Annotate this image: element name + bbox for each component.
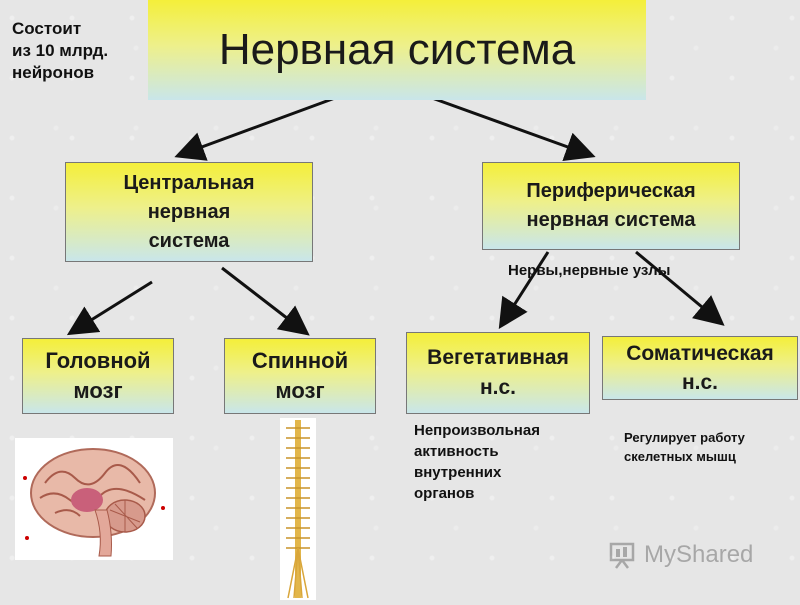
box-line: Вегетативная [427, 346, 569, 369]
box-line: система [148, 229, 230, 252]
box-line: нервная [147, 200, 231, 223]
autonomic-note: Непроизвольная активность внутренних орг… [414, 420, 540, 504]
brain-box: Головной мозг [22, 338, 174, 414]
somatic-note: Регулирует работу скелетных мышц [624, 428, 745, 466]
box-line: Спинной [251, 348, 349, 373]
watermark: MyShared [608, 538, 764, 572]
note-line: активность [414, 443, 499, 460]
page-title: Нервная система [218, 25, 576, 74]
nerves-note: Нервы,нервные узлы [508, 262, 671, 279]
spinal-cord-box: Спинной мозг [224, 338, 376, 414]
note-line: органов [414, 485, 475, 502]
arrow-to-brain [66, 280, 153, 336]
title-box: Нервная система [148, 0, 646, 100]
box-line: н.с. [681, 371, 719, 394]
box-line: Центральная [123, 171, 255, 194]
note-line: скелетных мышц [624, 449, 736, 464]
box-line: Периферическая [526, 180, 696, 202]
somatic-ns-box: Соматическая н.с. [602, 336, 798, 400]
note-line: из 10 млрд. [12, 41, 109, 60]
arrow-to-autonomic [498, 251, 550, 330]
arrow-to-peripheral [431, 96, 596, 161]
box-line: н.с. [479, 376, 517, 399]
presentation-icon [609, 542, 635, 569]
brain-image [15, 438, 173, 560]
neuron-count-note: Состоит из 10 млрд. нейронов [12, 18, 108, 84]
spinal-cord-image [280, 418, 316, 600]
arrow-to-somatic [635, 250, 725, 326]
box-line: нервная система [526, 209, 696, 231]
central-nervous-system-box: Центральная нервная система [65, 162, 313, 262]
note-line: Непроизвольная [414, 422, 540, 439]
box-line: мозг [275, 378, 325, 403]
note-line: Состоит [12, 19, 82, 38]
arrow-to-central [174, 96, 336, 161]
peripheral-nervous-system-box: Периферическая нервная система [482, 162, 740, 250]
arrow-to-spinal [221, 266, 310, 336]
note-line: внутренних [414, 464, 502, 481]
note-line: нейронов [12, 63, 95, 82]
autonomic-ns-box: Вегетативная н.с. [406, 332, 590, 414]
watermark-text: MyShared [644, 541, 754, 568]
spinal-cord-illustration [286, 420, 310, 599]
brain-illustration [23, 448, 165, 557]
box-line: Соматическая [626, 342, 774, 365]
box-line: Головной [45, 348, 151, 373]
box-line: мозг [73, 378, 123, 403]
note-line: Регулирует работу [624, 430, 745, 445]
